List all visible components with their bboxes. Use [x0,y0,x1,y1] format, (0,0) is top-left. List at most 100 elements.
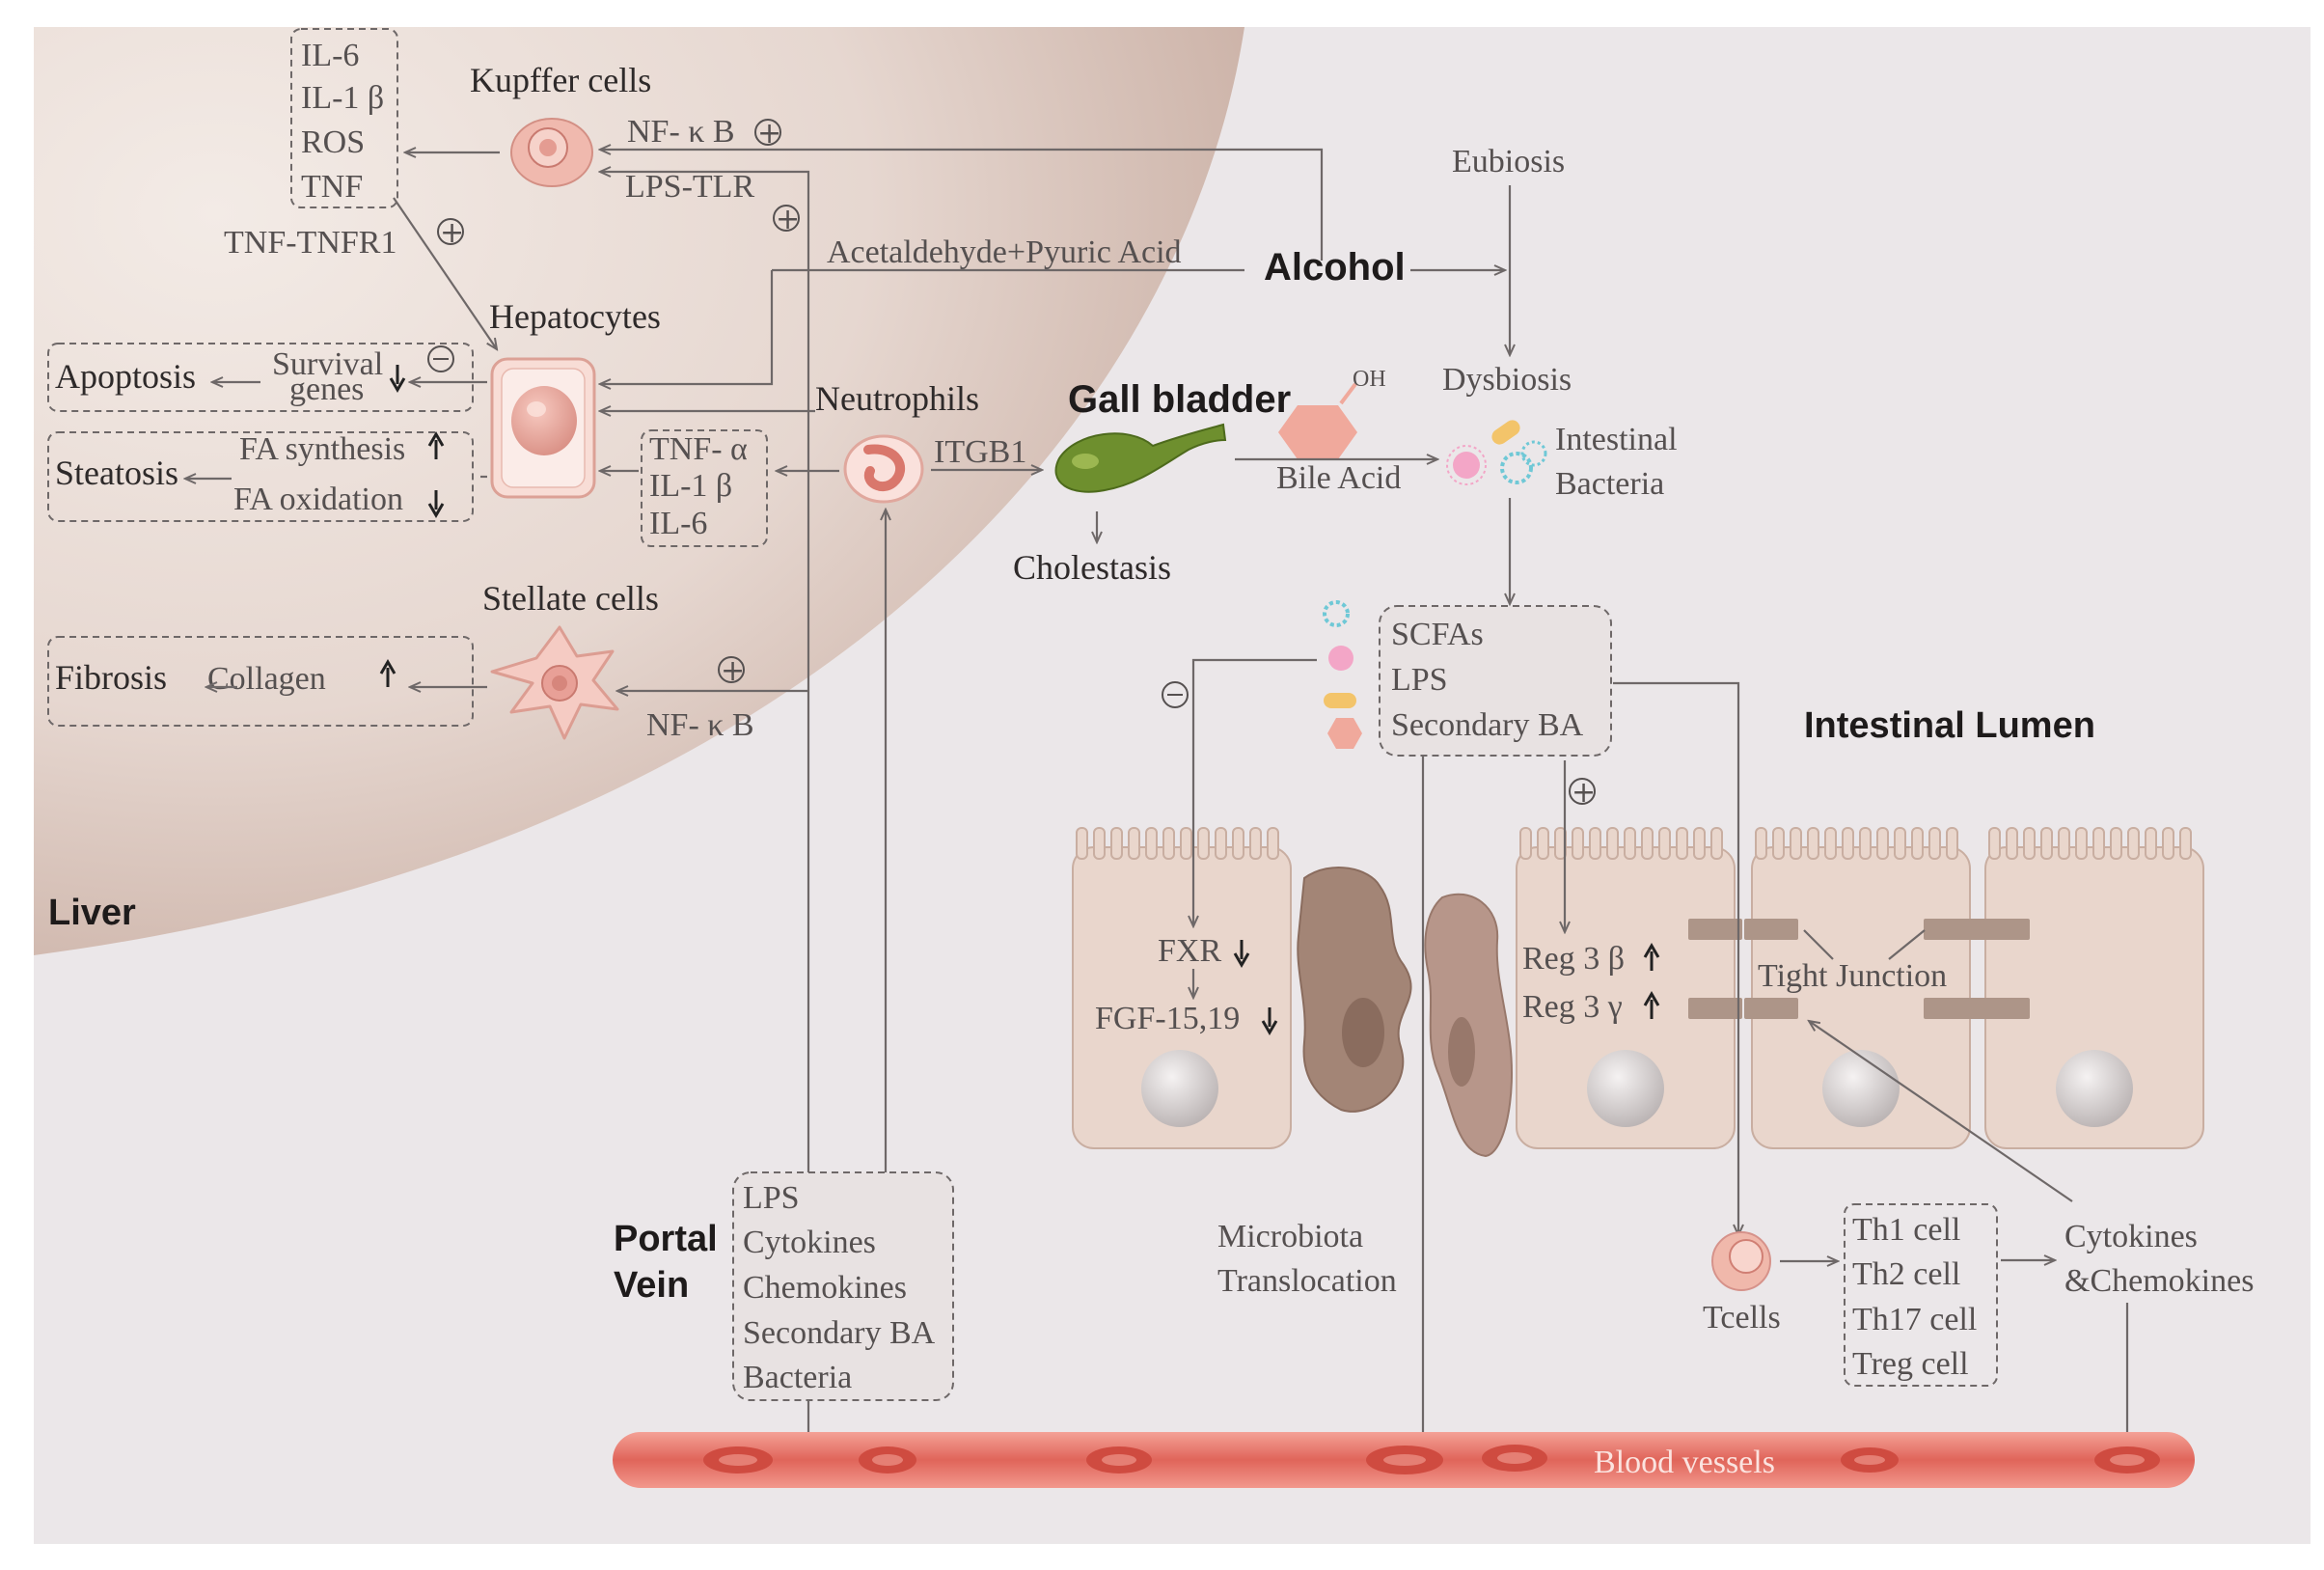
plus-sign: + [776,203,800,236]
down-arrow-icon [1233,940,1250,968]
tight-junction-label: Tight Junction [1758,958,1947,994]
stellate-nfkb-label: NF- κ B [646,707,754,743]
plus-sign: + [440,216,464,250]
genes-label: genes [289,372,364,407]
minus-sign [427,345,454,372]
metabolite-icons [1323,600,1362,749]
enterocyte [1751,827,1971,1149]
portal-vein-item: LPS [743,1180,800,1216]
metabolites-to-tcells-arrow [1613,681,1738,1235]
portal-vein-item: Chemokines [743,1270,907,1306]
plus-sign: + [1572,776,1596,810]
metabolites-to-fxr-arrow [1193,658,1317,926]
red-blood-cells-highlight [719,1452,2145,1466]
t-subset-item: Th2 cell [1852,1256,1960,1292]
gallbladder-icon [1054,423,1227,493]
neutrophil-cell-icon [843,434,924,504]
stellate-cell-icon [490,625,619,740]
tight-junction-pointer [1803,929,1834,960]
bacteria-cluster-icon [1446,420,1547,485]
reg3b-label: Reg 3 β [1522,941,1625,977]
eubiosis-label: Eubiosis [1452,144,1565,179]
hepatocyte-cell-icon [490,357,596,499]
fa-oxidation-label: FA oxidation [233,482,403,517]
up-arrow-icon [379,659,396,687]
tnf-tnfr1-label: TNF-TNFR1 [224,225,396,261]
kupffer-product: ROS [301,124,365,160]
enterocyte [1984,827,2204,1149]
cytokines-chemokines-label: &Chemokines [2064,1263,2254,1299]
t-cell-icon [1711,1231,1771,1291]
collagen-label: Collagen [207,661,326,697]
plus-sign [437,218,464,245]
lps-tlr-label: LPS-TLR [625,169,754,205]
neutrophils-title: Neutrophils [815,379,979,418]
plus-sign [773,205,800,232]
intestinal-epithelium [1072,827,2204,1158]
down-arrow-icon [1261,1007,1278,1035]
fa-synthesis-label: FA synthesis [239,431,405,467]
kupffer-cell-icon [510,118,593,187]
liver-region [34,27,1244,955]
kupffer-product: TNF [301,169,363,205]
bile-acid-hexagon-icon [1278,405,1357,459]
bile-acid-label: Bile Acid [1276,460,1401,496]
t-subset-item: Th1 cell [1852,1212,1960,1248]
cholestasis-label: Cholestasis [1013,548,1171,587]
stellate-cells-title: Stellate cells [482,579,659,618]
plus-sign [754,119,781,146]
portal-vein-to-kupffer-arrow [600,172,810,1172]
fgf-label: FGF-15,19 [1095,1001,1240,1036]
kupffer-cells-title: Kupffer cells [470,61,651,99]
kupffer-products-box [290,28,398,208]
blood-vessels-label: Blood vessels [1594,1445,1775,1480]
down-arrow-icon [427,490,445,518]
plus-sign: + [721,654,745,688]
alcohol-label: Alcohol [1264,246,1406,289]
up-arrow-icon [427,431,445,459]
portal-vein-contents-box [732,1171,954,1401]
acetaldehyde-to-hepatocyte-arrow [600,270,774,384]
intestinal-bacteria-label: Bacteria [1555,466,1664,502]
microbiota-translocation-label: Microbiota [1217,1219,1363,1254]
portal-vein-item: Secondary BA [743,1315,936,1351]
neutrophil-cytokine: IL-1 β [649,468,732,504]
metabolite-item: SCFAs [1391,617,1484,652]
portal-vein-item: Cytokines [743,1225,876,1260]
tight-junction-pointer [1888,929,1926,960]
t-subset-item: Th17 cell [1852,1302,1977,1337]
fibrosis-label: Fibrosis [55,658,167,697]
portal-vein-label: Portal [614,1219,718,1259]
cytokines-chemokines-label: Cytokines [2064,1219,2198,1254]
gall-bladder-title: Gall bladder [1068,378,1291,421]
apoptosis-label: Apoptosis [55,357,196,396]
hepatocytes-title: Hepatocytes [489,297,661,336]
tcells-label: Tcells [1703,1300,1781,1336]
fxr-label: FXR [1158,933,1221,969]
portal-vein-label: Vein [614,1265,689,1306]
kupffer-product: IL-1 β [301,80,384,116]
neutrophil-cytokine: IL-6 [649,506,707,541]
immune-cell-in-epithelium [1424,893,1513,1158]
down-arrow-icon [389,365,406,393]
up-arrow-icon [1643,943,1660,971]
neutrophil-cytokine: TNF- α [649,431,748,467]
dysbiosis-label: Dysbiosis [1442,362,1572,398]
kupffer-nfkb-label: NF- κ B [627,114,735,150]
tight-junction-bars [1688,919,2030,1019]
tnf-to-hepatocyte-arrow [393,197,497,349]
metabolites-box [1379,605,1612,757]
itgb1-label: ITGB1 [934,434,1026,470]
intestinal-lumen-label: Intestinal Lumen [1804,705,2095,746]
plus-sign [718,656,745,683]
oh-bond-icon [1339,382,1357,405]
acetaldehyde-label: Acetaldehyde+Pyuric Acid [827,234,1182,270]
apoptosis-box [47,343,474,412]
t-subset-item: Treg cell [1852,1346,1969,1382]
neutrophil-cytokines-box [641,429,768,547]
alcohol-to-kupffer-arrow [600,150,1324,261]
steatosis-label: Steatosis [55,454,178,492]
survival-label: Survival [272,346,383,382]
